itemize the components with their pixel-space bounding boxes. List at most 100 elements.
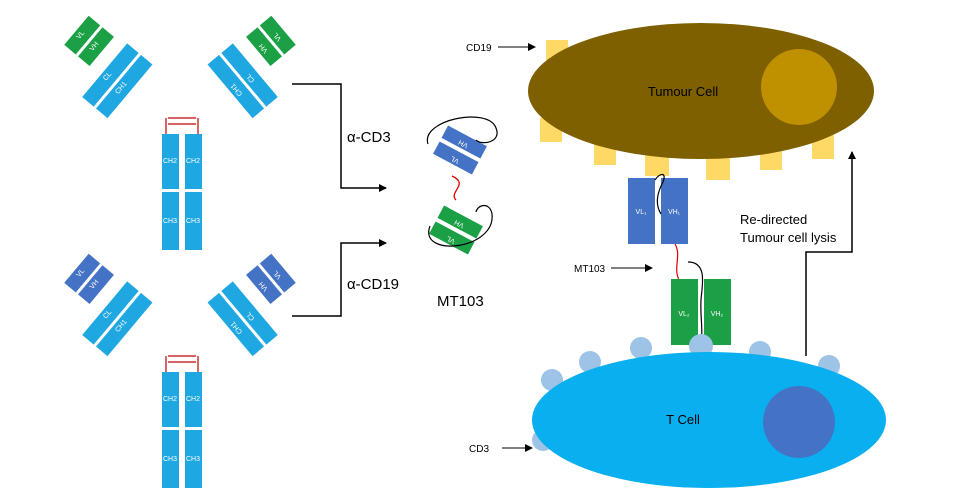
heavy-chain-vh — [78, 27, 114, 67]
bound-vl-cd19-label: VL₁ — [636, 209, 648, 216]
bite-vh-cd19 — [441, 125, 487, 159]
bite-vl-cd3-label: VL — [446, 234, 457, 244]
heavy-chain-vh — [78, 265, 114, 305]
antibody-anti-cd19: CH2 CH2 CH3 CH3 CH1 CL VH VL CH1 CL VH — [64, 253, 296, 488]
fc-heavy-right-ch2 — [185, 134, 202, 189]
fc-heavy-left-ch2 — [162, 134, 179, 189]
tumour-cell-label: Tumour Cell — [648, 84, 718, 99]
heavy-chain-ch1 — [95, 292, 153, 357]
bite-vl-cd19 — [433, 141, 479, 175]
fab-arm-right: CH1 CL — [207, 43, 278, 119]
heavy-chain-ch1 — [207, 54, 265, 119]
redirected-label-line2: Tumour cell lysis — [740, 230, 837, 245]
light-chain-vl — [64, 15, 101, 55]
bite-vh-cd3-label: VH — [454, 218, 466, 229]
alpha-cd19-label: α-CD19 — [347, 276, 399, 293]
scfv-cd3-internal-linker — [428, 204, 493, 247]
fc-left-ch3-label: CH3 — [163, 218, 177, 225]
heavy-chain-vh — [246, 265, 282, 305]
arrow-anti-cd19-to-mt103 — [292, 239, 387, 317]
bound-inter-scfv-linker — [674, 243, 681, 283]
light-chain-vl — [64, 253, 101, 293]
fc-left-ch2-label: CH2 — [163, 158, 177, 165]
fc-right-ch3-label: CH3 — [186, 218, 200, 225]
arrow-anti-cd3-to-mt103 — [292, 83, 387, 192]
mt103-pointer-label: MT103 — [574, 264, 606, 275]
fc-heavy-left-ch3 — [162, 430, 179, 488]
scfv-anti-cd3: VL VH — [429, 205, 483, 255]
antibody-anti-cd3: CH2 CH2 CH3 CH3 CH1 CL VH VL CH1 CL — [64, 15, 296, 250]
fc-left-ch2-label: CH2 — [163, 396, 177, 403]
hinge-disulfide-bonds — [165, 117, 199, 134]
t-cell-nucleus — [763, 386, 835, 458]
inter-scfv-linker — [451, 175, 460, 201]
redirected-label-line1: Re-directed — [740, 212, 807, 227]
cl-label: CL — [245, 310, 256, 321]
cd3-receptor — [689, 334, 713, 358]
fc-heavy-right-ch2 — [185, 372, 202, 427]
cd19-label: CD19 — [466, 43, 492, 54]
tumour-cell-group: Tumour Cell — [528, 23, 874, 180]
bound-vl-cd3 — [671, 279, 698, 345]
fc-heavy-left-ch2 — [162, 372, 179, 427]
light-chain-cl — [221, 43, 278, 107]
t-cell-group: T Cell — [532, 334, 886, 488]
vh-label: VH — [89, 279, 101, 291]
heavy-chain-ch1 — [95, 54, 153, 119]
fc-heavy-right-ch3 — [185, 430, 202, 488]
mt103-bound-molecule: VL₁ VH₁ VL₂ VH₂ — [628, 173, 731, 347]
alpha-cd3-label: α-CD3 — [347, 129, 391, 146]
light-chain-cl — [82, 281, 139, 345]
vh-label: VH — [258, 280, 270, 292]
mt103-free-molecule: VL VH VL VH — [427, 116, 498, 255]
heavy-chain-ch1 — [207, 292, 265, 357]
cd3-receptor — [579, 351, 601, 373]
fc-right-ch2-label: CH2 — [186, 158, 200, 165]
fab-arm-left: CH1 CL — [82, 281, 153, 357]
mt103-label: MT103 — [437, 293, 484, 310]
light-chain-vl — [259, 253, 296, 293]
bound-vh-cd19-label: VH₁ — [668, 209, 681, 216]
vl-label: VL — [272, 269, 283, 280]
cd3-receptor — [630, 337, 652, 359]
cl-label: CL — [245, 72, 256, 83]
cd3-label: CD3 — [469, 444, 489, 455]
vl-label: VL — [75, 30, 86, 41]
bound-vh-cd3-label: VH₂ — [711, 311, 724, 318]
light-chain-cl — [82, 43, 139, 107]
bound-vh-cd3 — [704, 279, 731, 345]
vl-label: VL — [75, 268, 86, 279]
bite-vh-cd3 — [437, 205, 483, 239]
bite-vl-cd19-label: VL — [450, 154, 461, 164]
fc-right-ch3-label: CH3 — [186, 456, 200, 463]
bound-vl-cd3-label: VL₂ — [678, 311, 690, 318]
scfv-anti-cd19: VL VH — [433, 125, 487, 175]
variable-region-right: VH VL — [246, 15, 296, 67]
bound-cd3-scfv-linker — [687, 261, 704, 347]
bound-vl-cd19 — [628, 178, 655, 244]
tumour-cell-nucleus — [761, 49, 837, 125]
cl-label: CL — [102, 71, 113, 82]
bite-vl-cd3 — [429, 221, 475, 255]
variable-region-right: VH VL — [246, 253, 296, 305]
fc-left-ch3-label: CH3 — [163, 456, 177, 463]
cl-label: CL — [102, 309, 113, 320]
vh-label: VH — [89, 41, 101, 53]
bound-vh-cd19 — [661, 178, 688, 244]
hinge-disulfide-bonds — [165, 355, 199, 372]
light-chain-vl — [259, 15, 296, 55]
t-cell-label: T Cell — [666, 412, 700, 427]
scfv-cd19-internal-linker — [427, 116, 498, 145]
variable-region-left: VH VL — [64, 15, 114, 67]
bound-cd19-scfv-linker — [654, 173, 665, 215]
light-chain-cl — [221, 281, 278, 345]
vh-label: VH — [258, 42, 270, 54]
fc-heavy-left-ch3 — [162, 192, 179, 250]
fab-arm-left: CH1 CL — [82, 43, 153, 119]
fc-right-ch2-label: CH2 — [186, 396, 200, 403]
variable-region-left: VH VL — [64, 253, 114, 305]
bite-vh-cd19-label: VH — [458, 138, 470, 149]
fab-arm-right: CH1 CL — [207, 281, 278, 357]
heavy-chain-vh — [246, 27, 282, 67]
